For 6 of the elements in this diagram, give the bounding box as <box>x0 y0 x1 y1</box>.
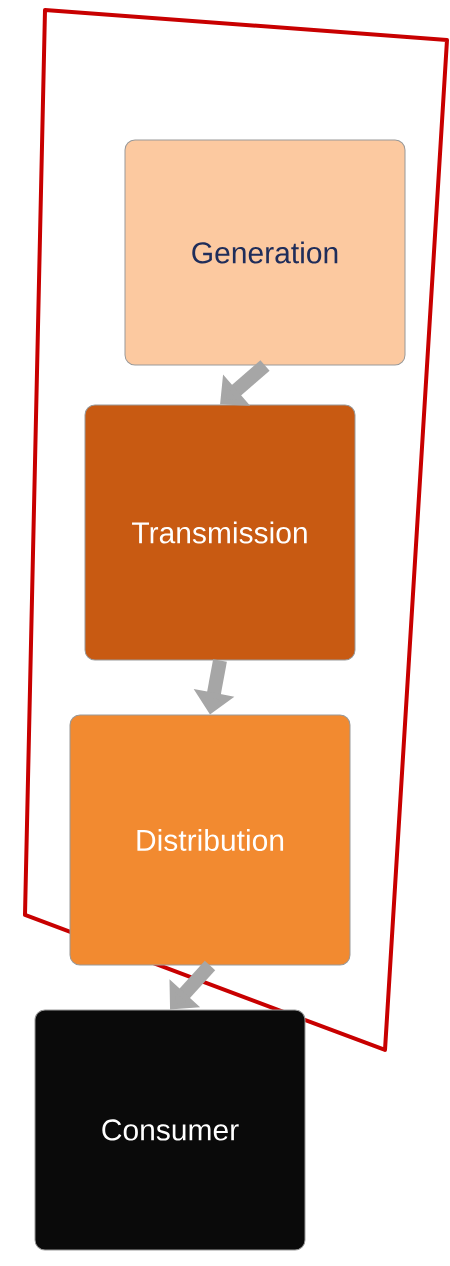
process-box: Transmission <box>84 404 356 661</box>
arrow <box>220 360 270 406</box>
process-box: Generation <box>124 139 406 366</box>
process-box: Distribution <box>69 714 351 966</box>
arrow <box>169 960 216 1010</box>
process-box: Consumer <box>34 1009 306 1251</box>
